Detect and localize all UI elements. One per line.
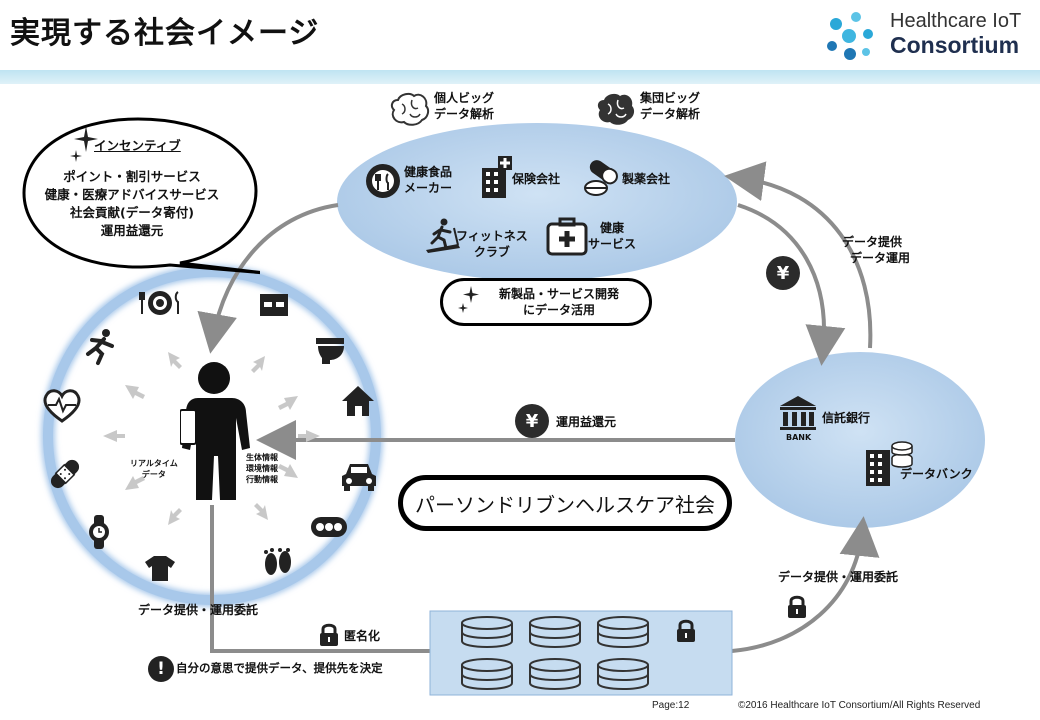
databank-label: データバンク (900, 467, 973, 481)
inward-arrows (103, 352, 320, 525)
bank-icon (780, 396, 816, 430)
pills-icon (584, 160, 618, 196)
treadmill-icon (426, 218, 460, 253)
bandage-icon (50, 459, 80, 489)
sensor-device-icon (311, 517, 347, 537)
padlock-icon (320, 623, 338, 646)
hospital-building-icon (482, 156, 512, 198)
incentive-item: 健康・医療アドバイスサービス (44, 187, 220, 202)
database-icon (461, 616, 513, 648)
sparkle-icon-small (458, 286, 479, 313)
brain-cluster-icon (597, 93, 635, 125)
incentive-item: 運用益還元 (100, 223, 164, 238)
databank-building-icon (866, 441, 913, 486)
exclamation-icon: ! (148, 656, 174, 682)
yen-coin-icon: ¥ (515, 404, 549, 438)
restaurant-icon (366, 164, 400, 198)
toilet-icon (316, 338, 344, 364)
incentive-item: 社会貢献(データ寄付) (70, 205, 194, 220)
plate-cutlery-icon (139, 291, 179, 315)
bed-icon (260, 294, 288, 316)
house-icon (342, 386, 374, 416)
person-silhouette-icon (180, 362, 250, 500)
page-number: Page:12 (652, 700, 690, 711)
database-cylinders (461, 616, 695, 690)
data-use-arrow-up (724, 161, 873, 349)
data-entrust-label-left: データ提供・運用委託 (138, 603, 259, 617)
new-products-box (440, 278, 652, 326)
fitness-label: フィットネス クラブ (456, 229, 528, 259)
insurance-label: 保険会社 (512, 172, 561, 186)
consortium-logo-icon (827, 12, 873, 60)
incentive-list: ポイント・割引サービス 健康・医療アドバイスサービス 社会貢献(データ寄付) 運… (28, 168, 236, 240)
anonymize-label: 匿名化 (344, 629, 381, 643)
incentive-arrow (197, 203, 339, 354)
header-bar (0, 70, 1040, 84)
motto-box: パーソンドリブンヘルスケア社会 (398, 475, 732, 531)
page-title: 実現する社会イメージ (10, 16, 320, 51)
pharma-label: 製薬会社 (622, 172, 671, 186)
health-service-label: 健康 サービス (588, 221, 637, 251)
sparkle-icon (70, 126, 98, 162)
new-products-label: 新製品・サービス開発 にデータ活用 (498, 287, 619, 317)
data-entrust-label-right: データ提供・運用委託 (778, 570, 899, 584)
database-icon (529, 658, 581, 690)
companies-ellipse (337, 123, 737, 281)
database-icon (597, 616, 649, 648)
decision-note: 自分の意思で提供データ、提供先を決定 (176, 661, 383, 675)
yen-coin-icon: ¥ (766, 256, 800, 290)
car-icon (342, 464, 376, 491)
database-icon (461, 658, 513, 690)
logo-text-line2: Consortium (890, 32, 1020, 58)
first-aid-kit-icon (546, 217, 588, 256)
bank-caption: BANK (786, 433, 812, 442)
incentive-bubble (22, 117, 260, 275)
running-person-icon (86, 329, 114, 365)
person-info-label: 生体情報 環境情報 行動情報 (246, 453, 278, 484)
database-icon (597, 658, 649, 690)
food-maker-label: 健康食品 メーカー (404, 165, 453, 195)
data-provide-use-label: データ提供 データ運用 (842, 235, 911, 265)
return-label: 運用益還元 (556, 415, 617, 429)
group-analysis: 集団ビッグ データ解析 (640, 91, 701, 121)
personal-analysis: 個人ビッグ データ解析 (434, 91, 495, 121)
incentive-heading: インセンティブ (94, 138, 181, 153)
trust-bank-label: 信託銀行 (822, 411, 871, 425)
data-provide-arrow-down (737, 203, 846, 366)
heart-pulse-icon (43, 389, 81, 423)
copyright: ©2016 Healthcare IoT Consortium/All Righ… (738, 700, 981, 711)
wristwatch-icon (89, 515, 109, 549)
incentive-item: ポイント・割引サービス (63, 169, 201, 184)
padlock-icon (788, 595, 806, 618)
brain-icon (390, 92, 430, 126)
tshirt-icon (145, 556, 175, 581)
padlock-icon (677, 619, 695, 642)
footprints-icon (264, 548, 291, 575)
bank-ellipse (735, 352, 985, 528)
realtime-data-label: リアルタイム データ (130, 459, 178, 479)
database-icon (529, 616, 581, 648)
entrust-arrow (731, 516, 880, 653)
logo-text-line1: Healthcare IoT (890, 10, 1022, 32)
